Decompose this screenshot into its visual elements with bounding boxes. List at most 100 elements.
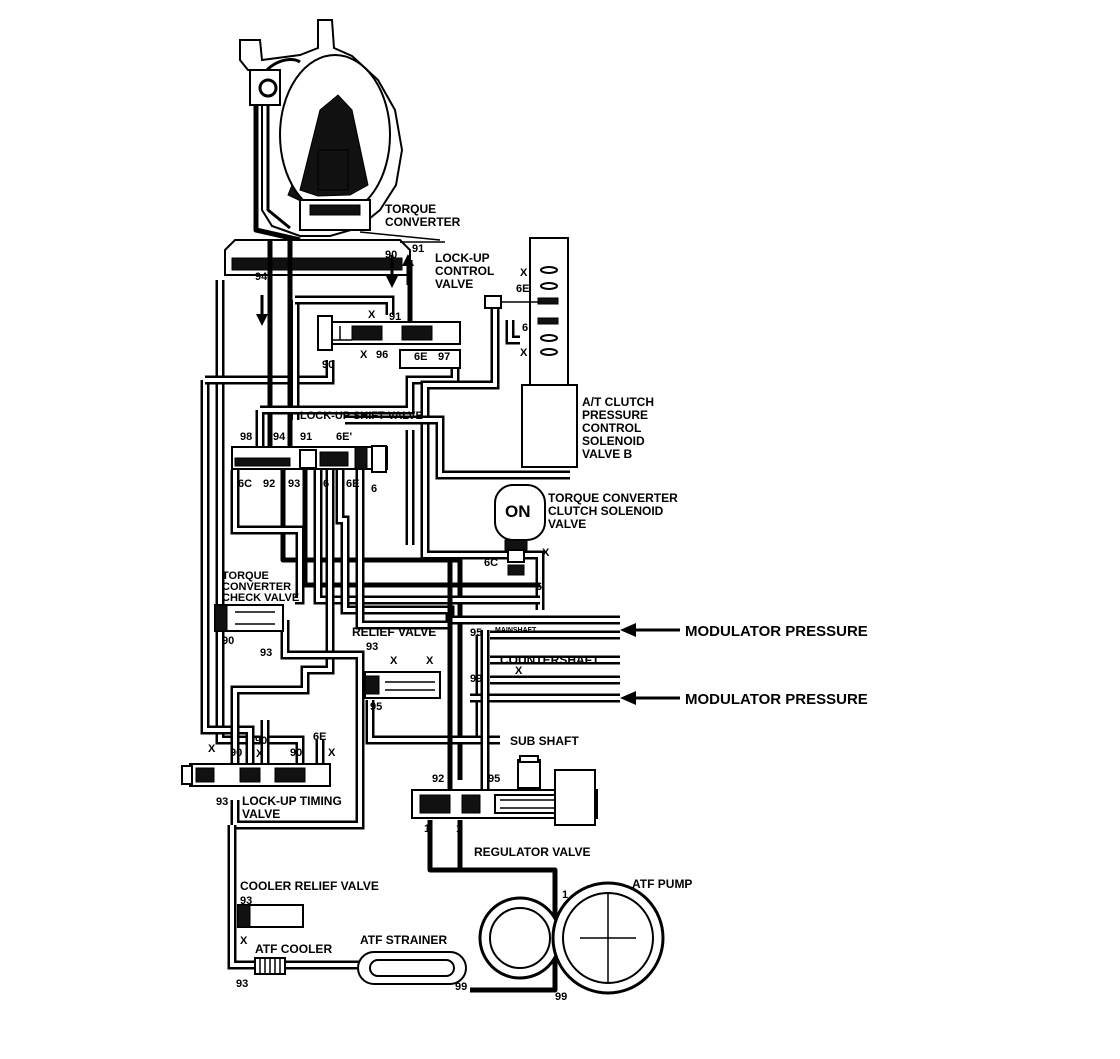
port-label: 1 (562, 889, 568, 901)
port-label: 93 (366, 641, 378, 653)
label-atf-strainer: ATF STRAINER (360, 933, 447, 947)
label-check-1: TORQUE (222, 570, 269, 582)
atf-cooler (254, 957, 286, 975)
label-ltv-1: LOCK-UP TIMING (242, 794, 342, 808)
relief-valve (364, 671, 441, 699)
label-cooler-relief-valve: COOLER RELIEF VALVE (240, 879, 379, 893)
label-atf-cooler: ATF COOLER (255, 942, 332, 956)
label-modulator-pressure-1: MODULATOR PRESSURE (685, 623, 868, 640)
atf-strainer (357, 951, 467, 985)
label-atf-pump: ATF PUMP (632, 877, 692, 891)
atf-pump (478, 881, 665, 995)
port-label: 99 (455, 981, 467, 993)
port-label: 93 (216, 796, 228, 808)
port-label: 6C (484, 557, 498, 569)
label-relief-valve: RELIEF VALVE (352, 625, 436, 639)
port-label: 98 (240, 431, 252, 443)
port-label: 6E' (336, 431, 352, 443)
lock-up-shift-valve (231, 445, 388, 473)
label-atc-5: VALVE B (582, 447, 633, 461)
at-clutch-solenoid (484, 237, 578, 468)
port-label: X (240, 935, 248, 947)
port-label: X (520, 267, 528, 279)
port-label: 91 (389, 311, 401, 323)
solenoid-on-status: ON (505, 502, 531, 521)
port-label: 90 (222, 635, 234, 647)
port-label: 6 (371, 483, 377, 495)
torque-converter (224, 19, 445, 276)
port-label: X (390, 655, 398, 667)
label-atc-2: PRESSURE (582, 408, 648, 422)
port-label: 91 (412, 243, 424, 255)
port-label: 93 (240, 895, 252, 907)
port-label: 6C (238, 478, 252, 490)
port-label: X (208, 743, 216, 755)
label-atc-1: A/T CLUTCH (582, 395, 654, 409)
port-label: X (520, 347, 528, 359)
label-torque-converter-2: CONVERTER (385, 215, 461, 229)
port-labels: 90 91 94 X X 91 96 90 6E 97 X 6E 6 X 98 … (208, 243, 568, 1003)
label-atc-3: CONTROL (582, 421, 641, 435)
port-label: 99 (470, 673, 482, 685)
label-torque-converter-1: TORQUE (385, 202, 436, 216)
port-label: 1 (424, 823, 430, 835)
port-label: 95 (470, 627, 482, 639)
port-label: 94 (255, 271, 268, 283)
port-label: 90 (385, 249, 397, 261)
port-label: 95 (370, 701, 382, 713)
port-label: 99 (555, 991, 567, 1003)
port-label: X (368, 309, 376, 321)
tc-check-valve (214, 604, 284, 632)
port-label: 90 (290, 747, 302, 759)
label-atc-4: SOLENOID (582, 434, 645, 448)
port-label: X (426, 655, 434, 667)
port-label: 93 (260, 647, 272, 659)
port-label: 91 (300, 431, 312, 443)
label-tcs-1: TORQUE CONVERTER (548, 491, 678, 505)
regulator-valve (411, 755, 598, 826)
port-label: X (328, 747, 336, 759)
port-label: 96 (376, 349, 388, 361)
port-label: 6E (516, 283, 529, 295)
port-label: X (360, 349, 368, 361)
port-label: 90 (255, 735, 267, 747)
port-label: 6E (414, 351, 427, 363)
label-ltv-2: VALVE (242, 807, 280, 821)
cooler-relief-valve (237, 904, 304, 928)
port-label: 6E (346, 478, 359, 490)
port-label: 6E (313, 731, 326, 743)
label-regulator-valve: REGULATOR VALVE (474, 845, 590, 859)
port-label: 6 (536, 581, 542, 593)
port-label: 90 (322, 359, 334, 371)
label-lcv-1: LOCK-UP (435, 251, 490, 265)
port-label: 1 (456, 823, 462, 835)
tc-clutch-solenoid (494, 484, 546, 576)
label-countershaft: COUNTERSHAFT (500, 653, 600, 667)
port-label: 92 (263, 478, 275, 490)
port-label: X (515, 665, 523, 677)
port-label: X (542, 547, 550, 559)
port-label: 94 (273, 431, 286, 443)
port-label: 93 (236, 978, 248, 990)
port-label: 6 (522, 322, 528, 334)
port-label: X (256, 748, 264, 760)
port-label: 95 (488, 773, 500, 785)
passages (200, 240, 620, 993)
label-tcs-3: VALVE (548, 517, 586, 531)
label-tcs-2: CLUTCH SOLENOID (548, 504, 664, 518)
modulator-arrows (620, 623, 680, 705)
lock-up-timing-valve (181, 763, 331, 787)
label-sub-shaft: SUB SHAFT (510, 734, 579, 748)
port-label: 90 (230, 747, 242, 759)
label-check-3: CHECK VALVE (222, 592, 299, 604)
label-check-2: CONVERTER (222, 581, 291, 593)
label-modulator-pressure-2: MODULATOR PRESSURE (685, 691, 868, 708)
port-label: 6 (323, 478, 329, 490)
port-label: 92 (432, 773, 444, 785)
label-mainshaft: MAINSHAFT (495, 627, 537, 634)
label-lcv-2: CONTROL (435, 264, 494, 278)
lock-up-control-valve (317, 315, 461, 369)
label-lcv-3: VALVE (435, 277, 473, 291)
port-label: 93 (288, 478, 300, 490)
